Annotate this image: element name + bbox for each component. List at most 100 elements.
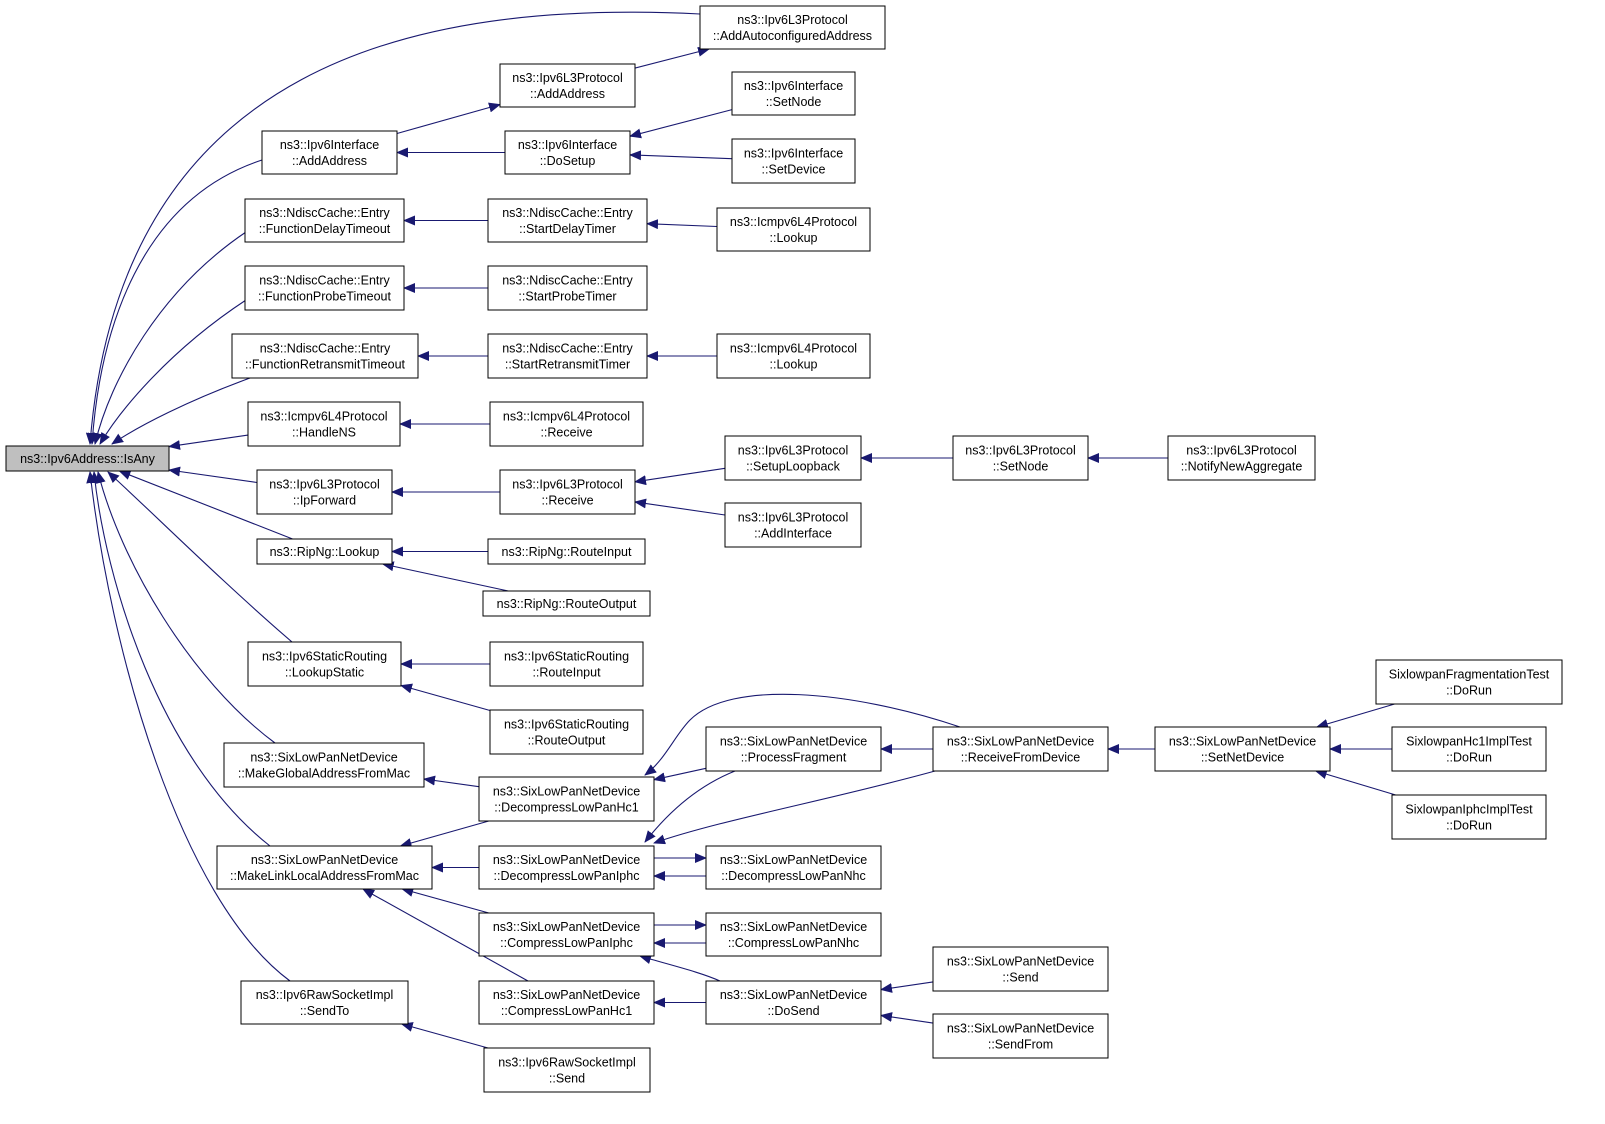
edge-sl_dechc1-to-sl_mkglobal bbox=[423, 775, 480, 788]
edge-l3_ipforward-to-isany bbox=[168, 466, 258, 484]
node-label: ::HandleNS bbox=[292, 426, 356, 440]
node-label: ::Send bbox=[549, 1072, 585, 1086]
edge-t_frag-to-sl_setnetdev bbox=[1315, 703, 1395, 729]
node-rip_rout[interactable]: ns3::RipNg::RouteOutput bbox=[482, 590, 651, 617]
node-nd_sprobe[interactable]: ns3::NdiscCache::Entry::StartProbeTimer bbox=[487, 265, 648, 311]
node-sl_send[interactable]: ns3::SixLowPanNetDevice::Send bbox=[932, 946, 1109, 992]
node-box bbox=[952, 435, 1089, 481]
node-sl_recvdev[interactable]: ns3::SixLowPanNetDevice::ReceiveFromDevi… bbox=[932, 726, 1109, 772]
node-label: ::StartDelayTimer bbox=[519, 222, 616, 236]
edge-sl_dosend-to-sl_compiphc bbox=[639, 954, 721, 982]
node-label: ns3::Icmpv6L4Protocol bbox=[730, 215, 857, 229]
node-l3_setnode[interactable]: ns3::Ipv6L3Protocol::SetNode bbox=[952, 435, 1089, 481]
node-t_iphc[interactable]: SixlowpanIphcImplTest::DoRun bbox=[1391, 794, 1547, 840]
node-if_setdevice[interactable]: ns3::Ipv6Interface::SetDevice bbox=[731, 138, 856, 184]
node-l3_ipforward[interactable]: ns3::Ipv6L3Protocol::IpForward bbox=[256, 469, 393, 515]
node-label: ::DecompressLowPanHc1 bbox=[494, 801, 639, 815]
node-sl_dechc1[interactable]: ns3::SixLowPanNetDevice::DecompressLowPa… bbox=[478, 776, 655, 822]
node-nd_fdelay[interactable]: ns3::NdiscCache::Entry::FunctionDelayTim… bbox=[244, 198, 405, 243]
node-label: SixlowpanIphcImplTest bbox=[1405, 803, 1533, 817]
node-box bbox=[256, 538, 393, 565]
node-label: ns3::Icmpv6L4Protocol bbox=[260, 410, 387, 424]
node-t_frag[interactable]: SixlowpanFragmentationTest::DoRun bbox=[1375, 659, 1563, 705]
node-box bbox=[478, 912, 655, 957]
edge-sl_compiphc-to-sl_mklinklocal bbox=[401, 887, 489, 914]
node-label: ::SetNode bbox=[993, 460, 1049, 474]
node-sl_decnhc[interactable]: ns3::SixLowPanNetDevice::DecompressLowPa… bbox=[705, 845, 882, 890]
node-rip_lookup[interactable]: ns3::RipNg::Lookup bbox=[256, 538, 393, 565]
node-label: ::ProcessFragment bbox=[741, 751, 847, 765]
node-box bbox=[5, 445, 170, 472]
node-sl_mklinklocal[interactable]: ns3::SixLowPanNetDevice::MakeLinkLocalAd… bbox=[216, 845, 433, 890]
node-if_dosetup[interactable]: ns3::Ipv6Interface::DoSetup bbox=[504, 130, 631, 175]
node-box bbox=[1375, 659, 1563, 705]
edge-sl_recvdev-to-sl_dechc1 bbox=[644, 693, 961, 776]
node-l3_notify[interactable]: ns3::Ipv6L3Protocol::NotifyNewAggregate bbox=[1167, 435, 1316, 481]
edge-l3_addauto-to-isany bbox=[85, 11, 701, 445]
node-box bbox=[231, 333, 419, 379]
node-box bbox=[699, 5, 886, 50]
node-box bbox=[716, 333, 871, 379]
node-l3_setuploop[interactable]: ns3::Ipv6L3Protocol::SetupLoopback bbox=[724, 435, 862, 481]
node-box bbox=[932, 726, 1109, 772]
edge-nd_fprobe-to-isany bbox=[99, 299, 247, 445]
node-sl_compiphc[interactable]: ns3::SixLowPanNetDevice::CompressLowPanI… bbox=[478, 912, 655, 957]
node-box bbox=[705, 912, 882, 957]
edge-sl_send-to-sl_dosend bbox=[880, 981, 934, 993]
node-l3_addaddr[interactable]: ns3::Ipv6L3Protocol::AddAddress bbox=[499, 63, 636, 108]
node-isany[interactable]: ns3::Ipv6Address::IsAny bbox=[5, 445, 170, 472]
node-sr_rout[interactable]: ns3::Ipv6StaticRouting::RouteOutput bbox=[489, 709, 644, 755]
node-box bbox=[240, 980, 409, 1025]
node-label: ::RouteInput bbox=[532, 666, 601, 680]
node-sl_compnhc[interactable]: ns3::SixLowPanNetDevice::CompressLowPanN… bbox=[705, 912, 882, 957]
node-if_setnode[interactable]: ns3::Ipv6Interface::SetNode bbox=[731, 71, 856, 116]
node-box bbox=[216, 845, 433, 890]
node-label: ::DecompressLowPanIphc bbox=[494, 869, 640, 883]
node-sl_comphc1[interactable]: ns3::SixLowPanNetDevice::CompressLowPanH… bbox=[478, 980, 655, 1025]
node-nd_sretrans[interactable]: ns3::NdiscCache::Entry::StartRetransmitT… bbox=[487, 333, 648, 379]
node-raw_sendto[interactable]: ns3::Ipv6RawSocketImpl::SendTo bbox=[240, 980, 409, 1025]
edge-sl_procfrag-to-sl_deciphc bbox=[644, 770, 736, 843]
node-label: ::RouteOutput bbox=[528, 734, 606, 748]
node-label: ::Send bbox=[1002, 971, 1038, 985]
node-sl_procfrag[interactable]: ns3::SixLowPanNetDevice::ProcessFragment bbox=[705, 726, 882, 772]
node-l3_addiface[interactable]: ns3::Ipv6L3Protocol::AddInterface bbox=[724, 502, 862, 548]
node-sl_deciphc[interactable]: ns3::SixLowPanNetDevice::DecompressLowPa… bbox=[478, 845, 655, 890]
node-icmp_receive[interactable]: ns3::Icmpv6L4Protocol::Receive bbox=[489, 401, 644, 447]
node-sr_lookup[interactable]: ns3::Ipv6StaticRouting::LookupStatic bbox=[247, 641, 402, 687]
node-sl_sendfrom[interactable]: ns3::SixLowPanNetDevice::SendFrom bbox=[932, 1013, 1109, 1059]
node-sl_dosend[interactable]: ns3::SixLowPanNetDevice::DoSend bbox=[705, 980, 882, 1025]
node-l3_receive[interactable]: ns3::Ipv6L3Protocol::Receive bbox=[499, 469, 636, 515]
node-sr_rin[interactable]: ns3::Ipv6StaticRouting::RouteInput bbox=[489, 641, 644, 687]
node-icmp_lookup2[interactable]: ns3::Icmpv6L4Protocol::Lookup bbox=[716, 333, 871, 379]
node-box bbox=[499, 63, 636, 108]
node-box bbox=[724, 435, 862, 481]
node-box bbox=[247, 401, 401, 447]
node-label: ::FunctionRetransmitTimeout bbox=[245, 358, 406, 372]
node-box bbox=[499, 469, 636, 515]
node-if_addaddr[interactable]: ns3::Ipv6Interface::AddAddress bbox=[261, 130, 398, 175]
node-label: ::StartProbeTimer bbox=[518, 290, 616, 304]
node-nd_sdelay[interactable]: ns3::NdiscCache::Entry::StartDelayTimer bbox=[487, 198, 648, 243]
node-label: ::Lookup bbox=[770, 231, 818, 245]
edge-icmp_handlens-to-isany bbox=[168, 434, 249, 450]
node-nd_fretrans[interactable]: ns3::NdiscCache::Entry::FunctionRetransm… bbox=[231, 333, 419, 379]
node-rip_rin[interactable]: ns3::RipNg::RouteInput bbox=[487, 538, 646, 565]
edge-sl_mkglobal-to-isany bbox=[95, 471, 276, 744]
node-box bbox=[482, 590, 651, 617]
node-label: ns3::NdiscCache::Entry bbox=[259, 206, 390, 220]
node-sl_mkglobal[interactable]: ns3::SixLowPanNetDevice::MakeGlobalAddre… bbox=[223, 742, 425, 788]
node-raw_send[interactable]: ns3::Ipv6RawSocketImpl::Send bbox=[483, 1047, 651, 1093]
edge-l3_addiface-to-l3_receive bbox=[634, 498, 726, 516]
node-label: ns3::Ipv6Interface bbox=[744, 147, 843, 161]
node-icmp_lookup1[interactable]: ns3::Icmpv6L4Protocol::Lookup bbox=[716, 207, 871, 252]
node-icmp_handlens[interactable]: ns3::Icmpv6L4Protocol::HandleNS bbox=[247, 401, 401, 447]
node-label: ns3::SixLowPanNetDevice bbox=[493, 785, 640, 799]
node-t_hc1[interactable]: SixlowpanHc1ImplTest::DoRun bbox=[1391, 726, 1547, 772]
node-nd_fprobe[interactable]: ns3::NdiscCache::Entry::FunctionProbeTim… bbox=[244, 265, 405, 311]
node-sl_setnetdev[interactable]: ns3::SixLowPanNetDevice::SetNetDevice bbox=[1154, 726, 1331, 772]
edge-sl_procfrag-to-sl_dechc1 bbox=[653, 767, 707, 783]
node-l3_addauto[interactable]: ns3::Ipv6L3Protocol::AddAutoconfiguredAd… bbox=[699, 5, 886, 50]
node-label: ::StartRetransmitTimer bbox=[505, 358, 630, 372]
node-label: ns3::SixLowPanNetDevice bbox=[947, 1022, 1094, 1036]
